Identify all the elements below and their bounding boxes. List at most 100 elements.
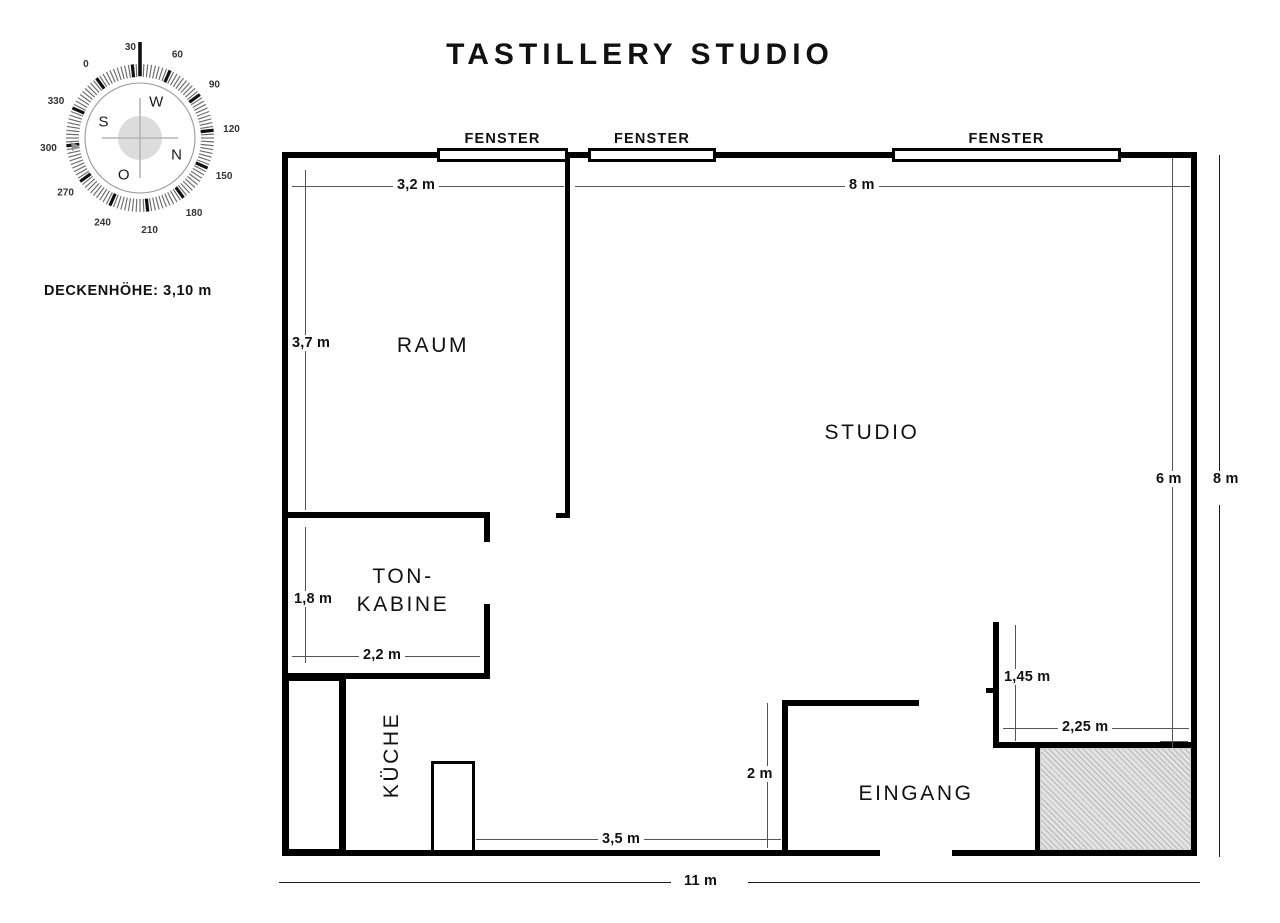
kitchen-cabinet-left <box>286 678 342 852</box>
compass-minor-tick <box>87 85 98 96</box>
dim-line-total-width-right <box>748 882 1200 883</box>
compass-minor-tick <box>148 198 153 212</box>
room-label-raum: RAUM <box>396 334 470 357</box>
compass-minor-tick <box>84 88 96 98</box>
compass-degree-label: 30 <box>125 42 137 53</box>
compass-degree-label: 240 <box>94 218 111 229</box>
compass-minor-tick <box>120 66 125 80</box>
compass-minor-tick <box>135 64 138 78</box>
compass-minor-tick <box>82 175 93 186</box>
wall-top-segment-4 <box>1119 152 1197 158</box>
compass-minor-tick <box>67 150 81 154</box>
compass-minor-tick <box>79 94 91 103</box>
compass-minor-tick <box>96 187 105 199</box>
compass-minor-tick <box>73 103 86 111</box>
compass-minor-tick <box>175 77 184 89</box>
compass-inner-circle <box>84 82 196 194</box>
compass-minor-tick <box>200 146 214 151</box>
compass-minor-tick <box>69 156 83 162</box>
wall-left-outer <box>282 152 288 856</box>
window-1-label: FENSTER <box>464 131 541 147</box>
compass-degree-label: 330 <box>48 96 65 107</box>
compass-minor-tick <box>77 97 90 106</box>
dim-line-studio-width <box>575 186 1190 187</box>
ceiling-height-note: DECKENHÖHE: 3,10 m <box>44 283 212 299</box>
compass-minor-tick <box>99 188 108 201</box>
compass-major-tick <box>144 198 150 212</box>
window-2-label: FENSTER <box>613 131 691 147</box>
compass-minor-tick <box>184 178 196 188</box>
compass-degree-label: 90 <box>209 79 221 90</box>
compass-minor-tick <box>199 150 213 154</box>
compass-degree-label: 0 <box>83 59 89 70</box>
compass-minor-tick <box>116 67 122 81</box>
compass-degree-label: 150 <box>216 171 233 182</box>
compass-minor-tick <box>75 168 88 176</box>
compass-minor-tick <box>120 196 125 210</box>
wall-tonkabine-right-lower <box>484 604 490 678</box>
compass-minor-tick <box>70 110 84 117</box>
compass-minor-tick <box>170 73 178 86</box>
compass-minor-tick <box>152 197 156 211</box>
compass-minor-tick <box>148 64 153 78</box>
compass-minor-tick <box>105 192 113 205</box>
compass-minor-tick <box>196 110 210 117</box>
wall-patio-top <box>993 742 1197 748</box>
compass-minor-tick <box>67 122 81 126</box>
compass-minor-tick <box>158 67 164 81</box>
room-label-kueche: KÜCHE <box>380 711 403 799</box>
compass-minor-tick <box>177 185 188 196</box>
compass-minor-tick <box>189 173 201 182</box>
compass-minor-tick <box>192 168 205 176</box>
compass-minor-tick <box>152 65 156 79</box>
compass-major-tick <box>188 93 201 104</box>
compass-minor-tick <box>198 153 212 158</box>
compass-zero-marker <box>71 142 80 152</box>
compass-minor-tick <box>161 68 168 82</box>
compass-minor-tick <box>109 70 116 83</box>
compass-minor-tick <box>84 178 96 188</box>
compass-minor-tick <box>90 182 100 194</box>
compass-minor-tick <box>158 195 164 209</box>
compass-minor-tick <box>68 153 82 158</box>
dim-text-studio-width: 8 m <box>845 177 879 193</box>
dim-tick-studio-height-bottom <box>1160 741 1188 742</box>
compass-minor-tick <box>112 68 119 82</box>
compass-minor-tick <box>69 114 83 120</box>
dim-text-total-height: 8 m <box>1209 471 1243 487</box>
compass-minor-tick <box>127 64 132 78</box>
compass-major-tick <box>71 106 85 115</box>
compass-minor-tick <box>124 197 128 211</box>
compass-minor-tick <box>190 170 203 179</box>
compass-minor-tick <box>194 165 207 173</box>
dim-line-total-height-lower <box>1219 505 1220 857</box>
compass-minor-tick <box>192 100 205 108</box>
compass-minor-tick <box>180 182 190 194</box>
wall-top-segment-2 <box>566 152 590 158</box>
compass-minor-tick <box>180 82 190 94</box>
compass-degree-label: 60 <box>172 49 184 60</box>
compass-minor-tick <box>99 75 108 88</box>
dim-text-tonkabine-width: 2,2 m <box>359 647 406 663</box>
compass-minor-tick <box>195 107 208 114</box>
compass-degree-label: 120 <box>223 124 240 135</box>
wall-divider-raum-studio <box>565 155 570 518</box>
wall-top-segment-1 <box>282 152 439 158</box>
window-3-label: FENSTER <box>968 131 1045 147</box>
compass-major-tick <box>108 193 117 207</box>
compass-minor-tick <box>187 175 198 186</box>
compass-minor-tick <box>87 180 98 191</box>
compass-minor-tick <box>102 190 110 203</box>
compass-minor-tick <box>142 198 145 212</box>
wall-right-outer <box>1191 152 1197 856</box>
compass-minor-tick <box>105 71 113 84</box>
compass-minor-tick <box>92 185 103 196</box>
compass-minor-tick <box>72 162 85 169</box>
room-label-eingang: EINGANG <box>858 782 974 805</box>
compass-minor-tick <box>66 125 80 130</box>
window-2 <box>588 148 716 162</box>
compass-major-tick <box>95 77 106 90</box>
compass-minor-tick <box>77 170 90 179</box>
compass-minor-tick <box>177 80 188 91</box>
